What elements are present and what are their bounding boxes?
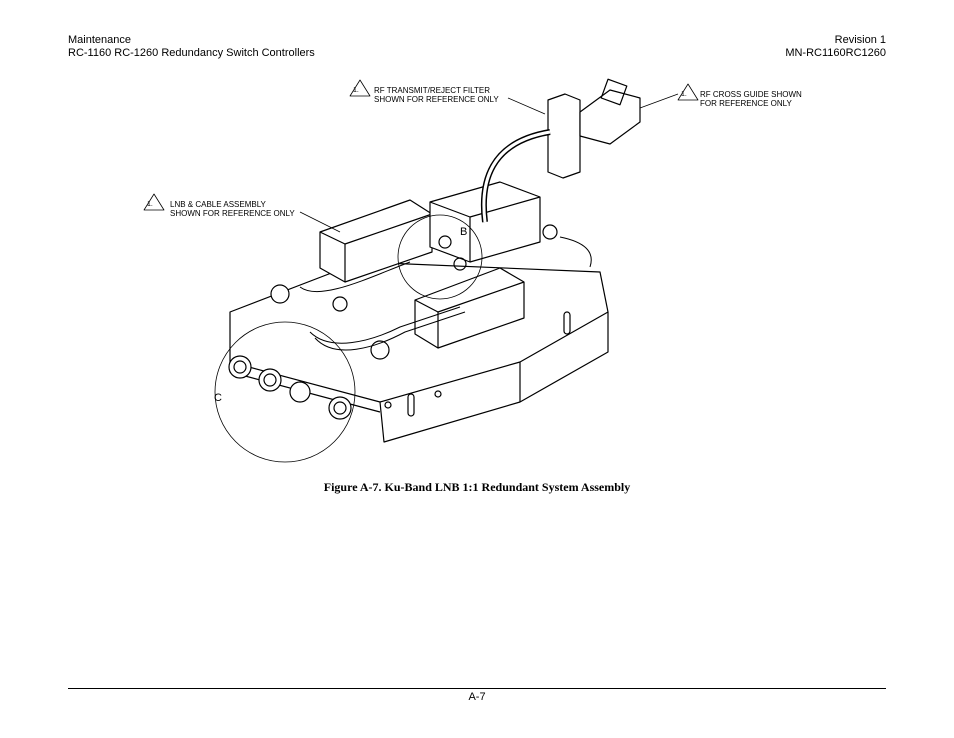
note-rf-filter: RF TRANSMIT/REJECT FILTER SHOWN FOR REFE… [374, 86, 499, 104]
note-cross-guide-line1: RF CROSS GUIDE SHOWN [700, 90, 802, 99]
detail-b-label: B [460, 226, 468, 238]
assembly-drawing: RF TRANSMIT/REJECT FILTER SHOWN FOR REFE… [140, 72, 820, 472]
header-doc-number: MN-RC1160RC1260 [785, 47, 886, 59]
detail-c-label: C [214, 392, 222, 404]
page-header-left: Maintenance RC-1160 RC-1260 Redundancy S… [68, 34, 315, 60]
header-revision: Revision 1 [834, 34, 886, 46]
page-number: A-7 [468, 691, 486, 703]
lnb-left [319, 199, 433, 283]
footer-divider [68, 688, 886, 689]
assembly-drawing-svg [143, 78, 699, 463]
note-cross-guide-marker: 1. [681, 91, 687, 98]
leader-lines [299, 93, 679, 233]
rf-filter [480, 93, 581, 223]
note-lnb-line1: LNB & CABLE ASSEMBLY [170, 200, 266, 209]
note-rf-filter-line1: RF TRANSMIT/REJECT FILTER [374, 86, 491, 95]
note-rf-filter-line2: SHOWN FOR REFERENCE ONLY [374, 95, 499, 104]
note-markers [143, 79, 699, 211]
note-cross-guide: RF CROSS GUIDE SHOWN FOR REFERENCE ONLY [700, 90, 802, 108]
note-lnb-marker: 1. [147, 201, 153, 208]
detail-c-circle [214, 321, 356, 463]
connectors [228, 224, 558, 420]
note-lnb: LNB & CABLE ASSEMBLY SHOWN FOR REFERENCE… [170, 200, 295, 218]
cross-guide [579, 78, 641, 145]
note-rf-filter-marker: 1. [353, 87, 359, 94]
header-section: Maintenance [68, 34, 131, 46]
figure-caption: Figure A-7. Ku-Band LNB 1:1 Redundant Sy… [323, 480, 631, 494]
detail-b-circle [397, 214, 483, 300]
note-cross-guide-line2: FOR REFERENCE ONLY [700, 99, 792, 108]
page-header-right: Revision 1 MN-RC1160RC1260 [785, 34, 886, 60]
header-manual-title: RC-1160 RC-1260 Redundancy Switch Contro… [68, 47, 315, 59]
note-lnb-line2: SHOWN FOR REFERENCE ONLY [170, 209, 295, 218]
cables [299, 236, 592, 351]
lnb-right [414, 267, 525, 349]
